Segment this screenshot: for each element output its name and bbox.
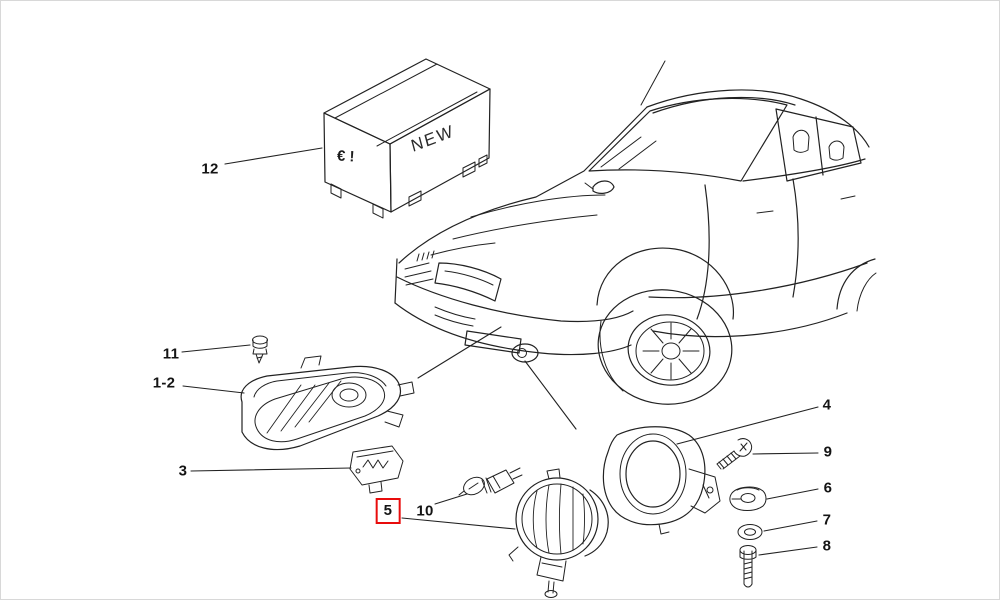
parts-box-illustration <box>323 58 491 219</box>
bolt-11-illustration <box>252 335 268 364</box>
headlamp-illustration <box>240 355 415 451</box>
bolt-8-illustration <box>739 545 757 588</box>
part-label-1-2: 1-2 <box>152 374 176 392</box>
part-label-9: 9 <box>823 443 833 461</box>
part-label-4: 4 <box>822 396 832 414</box>
foglamp-5-illustration <box>508 468 609 598</box>
part-label-11: 11 <box>162 345 180 363</box>
part-label-10: 10 <box>416 502 434 520</box>
part-label-8: 8 <box>822 537 832 555</box>
part-label-6: 6 <box>823 479 833 497</box>
leader-lines <box>181 147 819 556</box>
part-label-7: 7 <box>822 511 832 529</box>
car-illustration <box>394 60 877 405</box>
clip-6-illustration <box>729 486 767 511</box>
bezel-4-illustration <box>602 426 721 535</box>
box-price-text: € ! <box>336 147 355 166</box>
bulb-10-illustration <box>458 467 523 496</box>
part-label-3: 3 <box>178 462 188 480</box>
part-label-5-selected: 5 <box>375 498 401 524</box>
bracket-3-illustration <box>349 445 404 494</box>
screw-9-illustration <box>716 438 753 470</box>
washer-7-illustration <box>737 524 763 540</box>
part-label-12: 12 <box>201 160 219 178</box>
